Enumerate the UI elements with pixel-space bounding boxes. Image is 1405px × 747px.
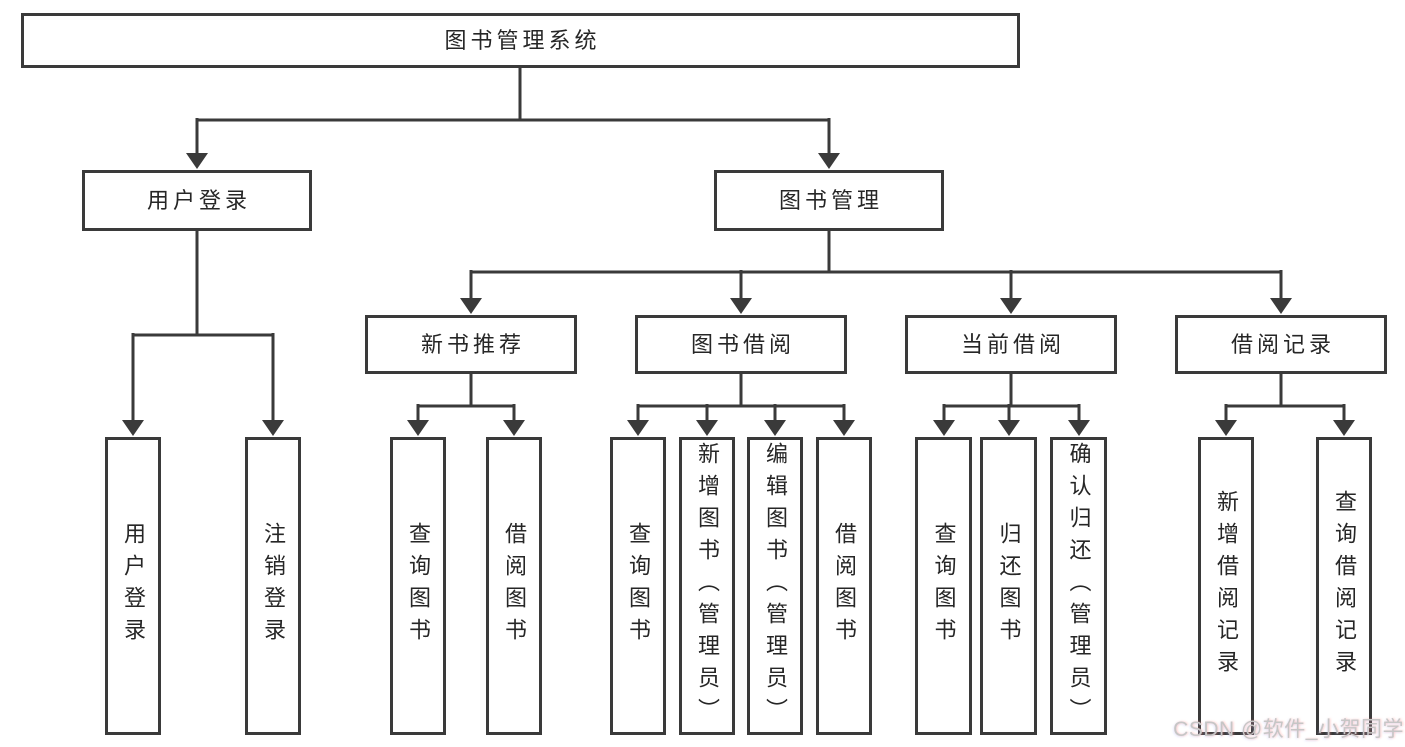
node-borrow-records: 借阅记录 xyxy=(1175,315,1387,374)
leaf-borrow-book-recommend: 借阅图书 xyxy=(486,437,542,735)
watermark: CSDN @软件_小贺同学 xyxy=(1173,718,1404,741)
connector-new-book-recommend-to-leaves xyxy=(407,374,525,436)
leaf-user-login: 用户登录 xyxy=(105,437,161,735)
leaf-query-book-borrow: 查询图书 xyxy=(610,437,666,735)
connector-book-borrow-to-leaves xyxy=(627,374,855,436)
leaf-query-book-current: 查询图书 xyxy=(915,437,972,735)
connector-borrow-records-to-leaves xyxy=(1215,374,1355,436)
leaf-edit-book-admin: 编辑图书（管理员） xyxy=(747,437,803,735)
connector-book-management-to-level2 xyxy=(460,231,1292,314)
node-library-management-system: 图书管理系统 xyxy=(21,13,1020,68)
connector-user-login-to-leaves xyxy=(122,231,284,436)
leaf-add-book-admin: 新增图书（管理员） xyxy=(679,437,735,735)
connector-current-borrow-to-leaves xyxy=(933,374,1090,436)
leaf-query-borrow-record: 查询借阅记录 xyxy=(1316,437,1372,735)
leaf-confirm-return-admin: 确认归还（管理员） xyxy=(1050,437,1107,735)
leaf-query-book-recommend: 查询图书 xyxy=(390,437,446,735)
node-user-login: 用户登录 xyxy=(82,170,312,231)
connector-root-to-level1 xyxy=(186,68,840,169)
node-book-borrow: 图书借阅 xyxy=(635,315,847,374)
leaf-add-borrow-record: 新增借阅记录 xyxy=(1198,437,1254,735)
leaf-return-book: 归还图书 xyxy=(980,437,1037,735)
node-current-borrow: 当前借阅 xyxy=(905,315,1117,374)
node-book-management: 图书管理 xyxy=(714,170,944,231)
leaf-logout: 注销登录 xyxy=(245,437,301,735)
leaf-borrow-book: 借阅图书 xyxy=(816,437,872,735)
node-new-book-recommend: 新书推荐 xyxy=(365,315,577,374)
